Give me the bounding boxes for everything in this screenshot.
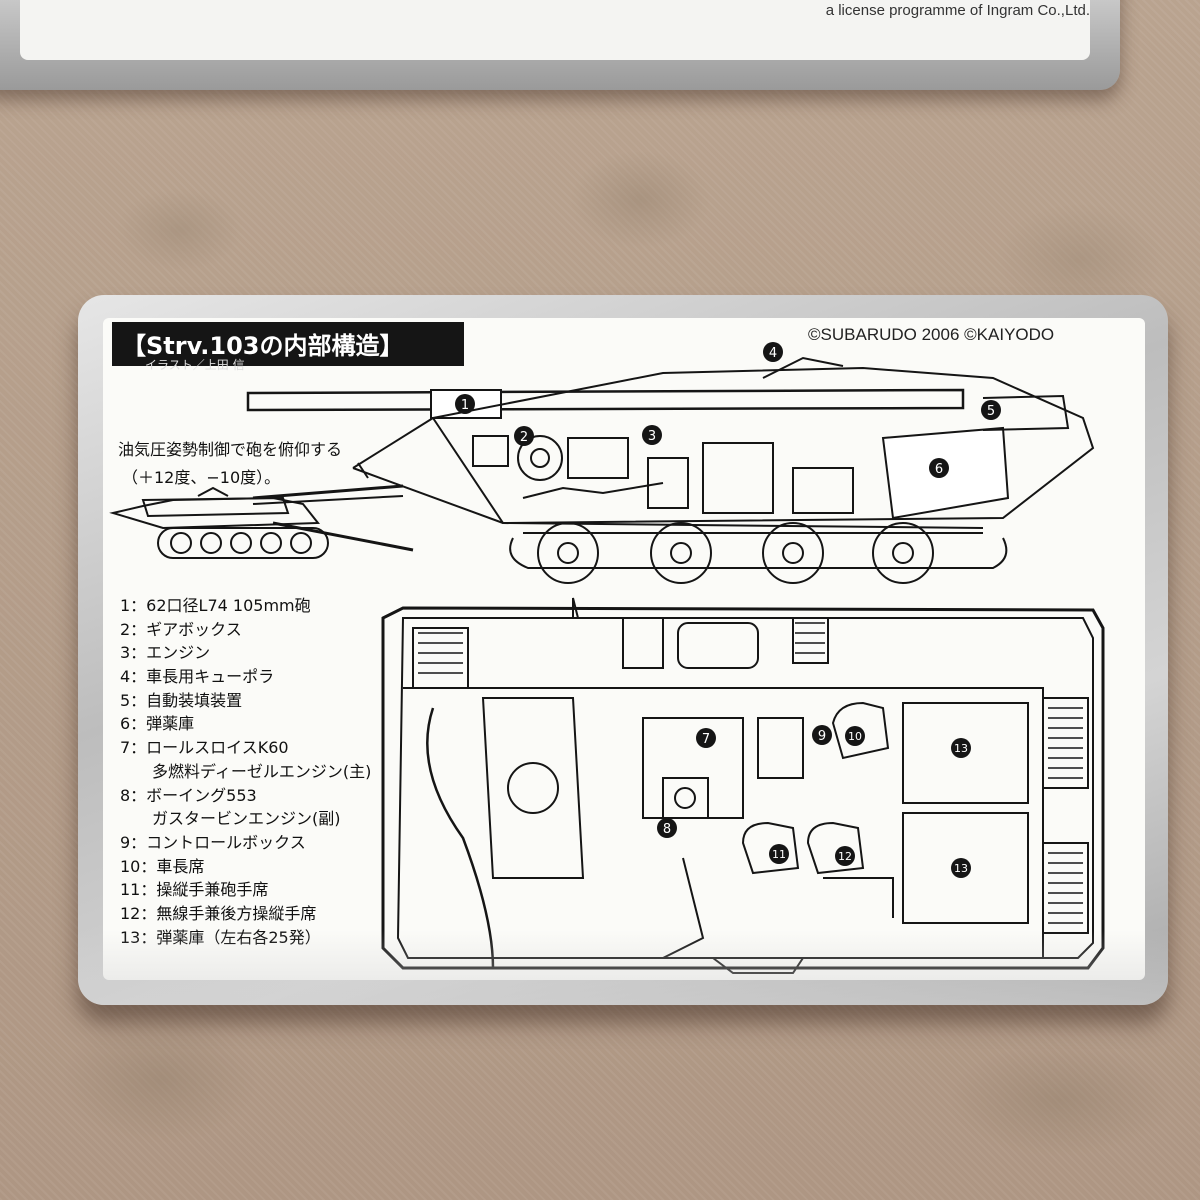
legend-item: 11：操縦手兼砲手席 — [120, 880, 269, 900]
marker-8: 8 — [657, 818, 677, 838]
legend-item: 10：車長席 — [120, 856, 205, 876]
marker-5: 5 — [981, 400, 1001, 420]
marker-7: 7 — [696, 728, 716, 748]
marker-11: 11 — [769, 844, 789, 864]
legend-item: 7：ロールスロイスK60 — [120, 738, 289, 758]
top-box-license-text: a license programme of Ingram Co.,Ltd. — [825, 2, 1090, 19]
legend-item: 13：弾薬庫（左右各25発） — [120, 927, 321, 947]
svg-text:6: 6 — [935, 462, 943, 477]
card-illustrator: イラスト／上田 信 — [145, 358, 245, 372]
marker-2: 2 — [514, 426, 534, 446]
marker-13a: 13 — [951, 738, 971, 758]
marker-3: 3 — [642, 425, 662, 445]
svg-text:1: 1 — [461, 398, 469, 413]
top-view-cutaway — [381, 597, 1105, 974]
marker-12: 12 — [835, 846, 855, 866]
copyright-text: ©SUBARUDO 2006 ©KAIYODO — [808, 325, 1055, 344]
top-box: a license programme of Ingram Co.,Ltd. — [0, 0, 1120, 90]
marker-9: 9 — [812, 725, 832, 745]
legend-item: 3：エンジン — [120, 643, 211, 663]
marker-6: 6 — [929, 458, 949, 478]
card-title: 【Strv.103の内部構造】 — [112, 322, 464, 366]
svg-text:13: 13 — [954, 742, 968, 755]
legend-item: 1：62口径L74 105mm砲 — [120, 596, 311, 615]
caption-line-2: （＋12度、−10度）。 — [122, 468, 281, 487]
legend-item: 6：弾薬庫 — [120, 714, 195, 734]
svg-text:10: 10 — [848, 730, 862, 743]
top-box-label — [20, 0, 1090, 60]
main-side-cutaway — [246, 356, 1095, 584]
legend-item: 2：ギアボックス — [120, 619, 242, 639]
legend-item: 5：自動装填装置 — [120, 690, 243, 710]
svg-text:11: 11 — [772, 848, 786, 861]
caption: 油気圧姿勢制御で砲を俯仰する （＋12度、−10度）。 — [118, 436, 342, 492]
parts-legend: 1：62口径L74 105mm砲 2：ギアボックス 3：エンジン 4：車長用キュ… — [120, 594, 371, 949]
svg-text:5: 5 — [987, 404, 995, 419]
legend-item: 9：コントロールボックス — [120, 832, 306, 852]
legend-item-continued: ガスタービンエンジン(副) — [152, 809, 341, 829]
marker-13b: 13 — [951, 858, 971, 878]
svg-text:8: 8 — [663, 822, 671, 837]
svg-text:12: 12 — [838, 850, 852, 863]
legend-item: 12：無線手兼後方操縦手席 — [120, 903, 317, 923]
svg-text:3: 3 — [648, 429, 656, 444]
marker-10: 10 — [845, 726, 865, 746]
svg-text:4: 4 — [769, 346, 777, 361]
svg-text:7: 7 — [702, 732, 710, 747]
legend-item: 8：ボーイング553 — [120, 785, 257, 805]
caption-line-1: 油気圧姿勢制御で砲を俯仰する — [118, 440, 343, 459]
svg-text:13: 13 — [954, 862, 968, 875]
marker-1: 1 — [455, 394, 475, 414]
marker-4: 4 — [763, 342, 783, 362]
legend-item: 4：車長用キューポラ — [120, 667, 275, 687]
small-tank-view — [109, 484, 414, 559]
legend-item-continued: 多燃料ディーゼルエンジン(主) — [152, 761, 372, 781]
svg-text:9: 9 — [818, 729, 826, 744]
tank-cutaway-drawing: 1 2 3 4 5 6 7 8 9 10 11 12 13 13 — [109, 342, 1105, 974]
svg-text:2: 2 — [520, 430, 528, 445]
numbered-markers: 1 2 3 4 5 6 7 8 9 10 11 12 13 13 — [455, 342, 1001, 878]
